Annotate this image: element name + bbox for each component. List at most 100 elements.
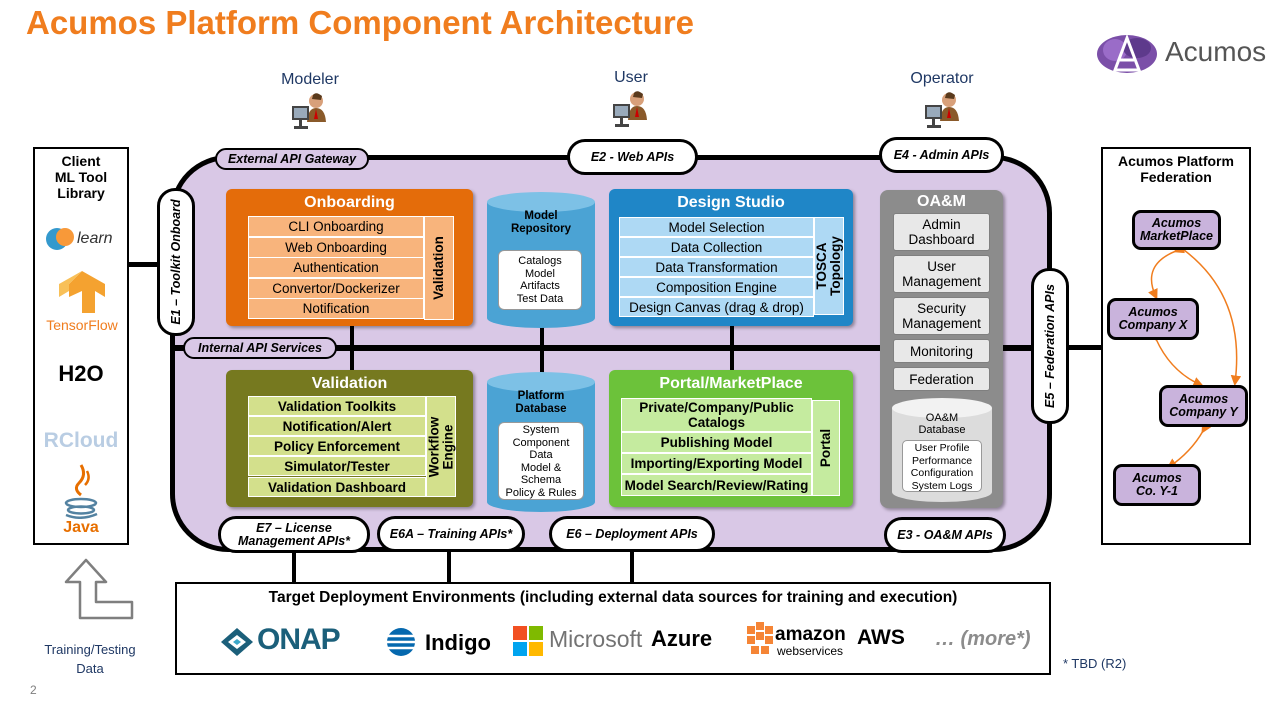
connector-line — [447, 550, 451, 584]
more-text: … (more*) — [935, 628, 1031, 650]
role-operator: Operator — [910, 70, 974, 87]
onboarding-panel: Onboarding CLI Onboarding Web Onboarding… — [226, 189, 473, 326]
role-modeler: Modeler — [281, 71, 339, 88]
h2o-logo: H2O — [58, 361, 104, 386]
aws-text: AWS — [857, 626, 905, 649]
azure-text: Azure — [651, 626, 713, 651]
e1-label: E1 – Toolkit Onboard — [169, 199, 183, 325]
fed-node-line2: Company X — [1118, 318, 1188, 332]
person-at-computer-icon — [925, 92, 959, 128]
fed-node-line1: Acumos — [1128, 305, 1178, 319]
role-user: User — [614, 69, 648, 86]
model-repository-item: Model — [525, 267, 555, 280]
platform-db-item: System — [522, 424, 560, 436]
page-title: Acumos Platform Component Architecture — [26, 4, 695, 41]
e7-license-management-apis[interactable]: E7 – License Management APIs* — [218, 516, 370, 553]
portal-item[interactable]: Importing/Exporting Model — [621, 453, 812, 474]
onboarding-item[interactable]: Web Onboarding — [248, 237, 424, 258]
workflow-line2: Engine — [440, 424, 455, 470]
oam-database: OA&M Database User Profile Performance C… — [892, 398, 992, 502]
platform-database: Platform Database System Component Data … — [487, 372, 595, 512]
e6-deployment-apis[interactable]: E6 – Deployment APIs — [549, 516, 715, 552]
portal-side-label: Portal — [818, 428, 834, 468]
webservices-text: webservices — [777, 644, 844, 658]
e6a-training-apis[interactable]: E6A – Training APIs* — [377, 516, 525, 552]
platform-db-item: Component — [512, 436, 570, 449]
client-library-title-2: ML Tool — [54, 169, 108, 185]
oam-db-item: Configuration — [910, 467, 974, 479]
design-studio-item[interactable]: Model Selection — [619, 217, 814, 237]
external-api-gateway-label: External API Gateway — [215, 148, 369, 170]
fed-node-line1: Acumos — [1151, 216, 1202, 230]
model-repository-item: Test Data — [516, 292, 564, 305]
validation-item[interactable]: Validation Dashboard — [248, 477, 426, 497]
fed-node-line1: Acumos — [1132, 471, 1182, 485]
onboarding-item[interactable]: Authentication — [248, 257, 424, 278]
connector-line — [540, 325, 544, 375]
client-library-title-3: Library — [57, 185, 105, 201]
platform-db-title-2: Database — [515, 403, 567, 415]
person-at-computer-icon — [613, 91, 647, 127]
oam-db-title-2: Database — [918, 424, 966, 436]
tensorflow-text: TensorFlow — [46, 317, 118, 333]
onboarding-title: Onboarding — [304, 194, 395, 211]
target-deployment-environments: Target Deployment Environments (includin… — [175, 582, 1051, 675]
oam-item-line1: User — [927, 259, 956, 274]
federation-title-1: Acumos Platform — [1118, 153, 1234, 169]
training-testing-data-label: Training/Testing Data — [30, 640, 150, 678]
design-studio-item[interactable]: Data Transformation — [619, 257, 814, 277]
portal-side[interactable]: Portal — [812, 400, 840, 496]
validation-item[interactable]: Policy Enforcement — [248, 436, 426, 456]
platform-db-item: Data — [529, 449, 553, 461]
oam-federation[interactable]: Federation — [893, 367, 990, 391]
portal-item[interactable]: Model Search/Review/Rating — [621, 474, 812, 496]
portal-item[interactable]: Private/Company/Public Catalogs — [621, 398, 812, 432]
scikit-learn-logo: learn — [43, 225, 123, 253]
validation-item[interactable]: Simulator/Tester — [248, 456, 426, 476]
validation-item[interactable]: Notification/Alert — [248, 416, 426, 436]
platform-db-item: Schema — [520, 474, 562, 486]
model-repository-item: Artifacts — [520, 280, 560, 292]
oam-item-line1: Security — [917, 301, 966, 316]
amazon-text: amazon — [775, 624, 846, 645]
onboarding-item[interactable]: Notification — [248, 298, 424, 319]
fed-node-line2: MarketPlace — [1140, 229, 1213, 243]
footnote: * TBD (R2) — [1063, 656, 1127, 671]
e1-toolkit-onboard[interactable]: E1 – Toolkit Onboard — [157, 188, 195, 336]
validation-item[interactable]: Validation Toolkits — [248, 396, 426, 416]
onboarding-item[interactable]: CLI Onboarding — [248, 216, 424, 237]
connector-line — [730, 325, 734, 370]
indigo-text: Indigo — [425, 630, 491, 655]
connector-line — [292, 550, 296, 584]
e2-web-apis[interactable]: E2 - Web APIs — [567, 139, 698, 175]
workflow-line1: Workflow — [426, 416, 441, 477]
e3-oam-apis[interactable]: E3 - OA&M APIs — [884, 517, 1006, 553]
client-library-title-1: Client — [61, 153, 101, 169]
tosca-line2: Topology — [828, 236, 843, 296]
oam-monitoring[interactable]: Monitoring — [893, 339, 990, 363]
oam-title: OA&M — [917, 193, 966, 210]
onboarding-validation[interactable]: Validation — [424, 216, 454, 320]
design-studio-item[interactable]: Data Collection — [619, 237, 814, 257]
design-studio-item[interactable]: Composition Engine — [619, 277, 814, 297]
platform-db-title-1: Platform — [517, 390, 565, 402]
e4-admin-apis[interactable]: E4 - Admin APIs — [879, 137, 1004, 173]
design-studio-title: Design Studio — [677, 194, 785, 211]
e7-line2: Management APIs* — [237, 533, 351, 548]
microsoft-azure-logo: Microsoft Azure — [513, 624, 733, 660]
design-studio-item[interactable]: Design Canvas (drag & drop) — [619, 297, 814, 317]
portal-item[interactable]: Publishing Model — [621, 432, 812, 453]
e5-federation-apis[interactable]: E5 – Federation APIs — [1031, 268, 1069, 424]
fed-node-line2: Company Y — [1169, 405, 1238, 419]
onboarding-item[interactable]: Convertor/Dockerizer — [248, 278, 424, 299]
